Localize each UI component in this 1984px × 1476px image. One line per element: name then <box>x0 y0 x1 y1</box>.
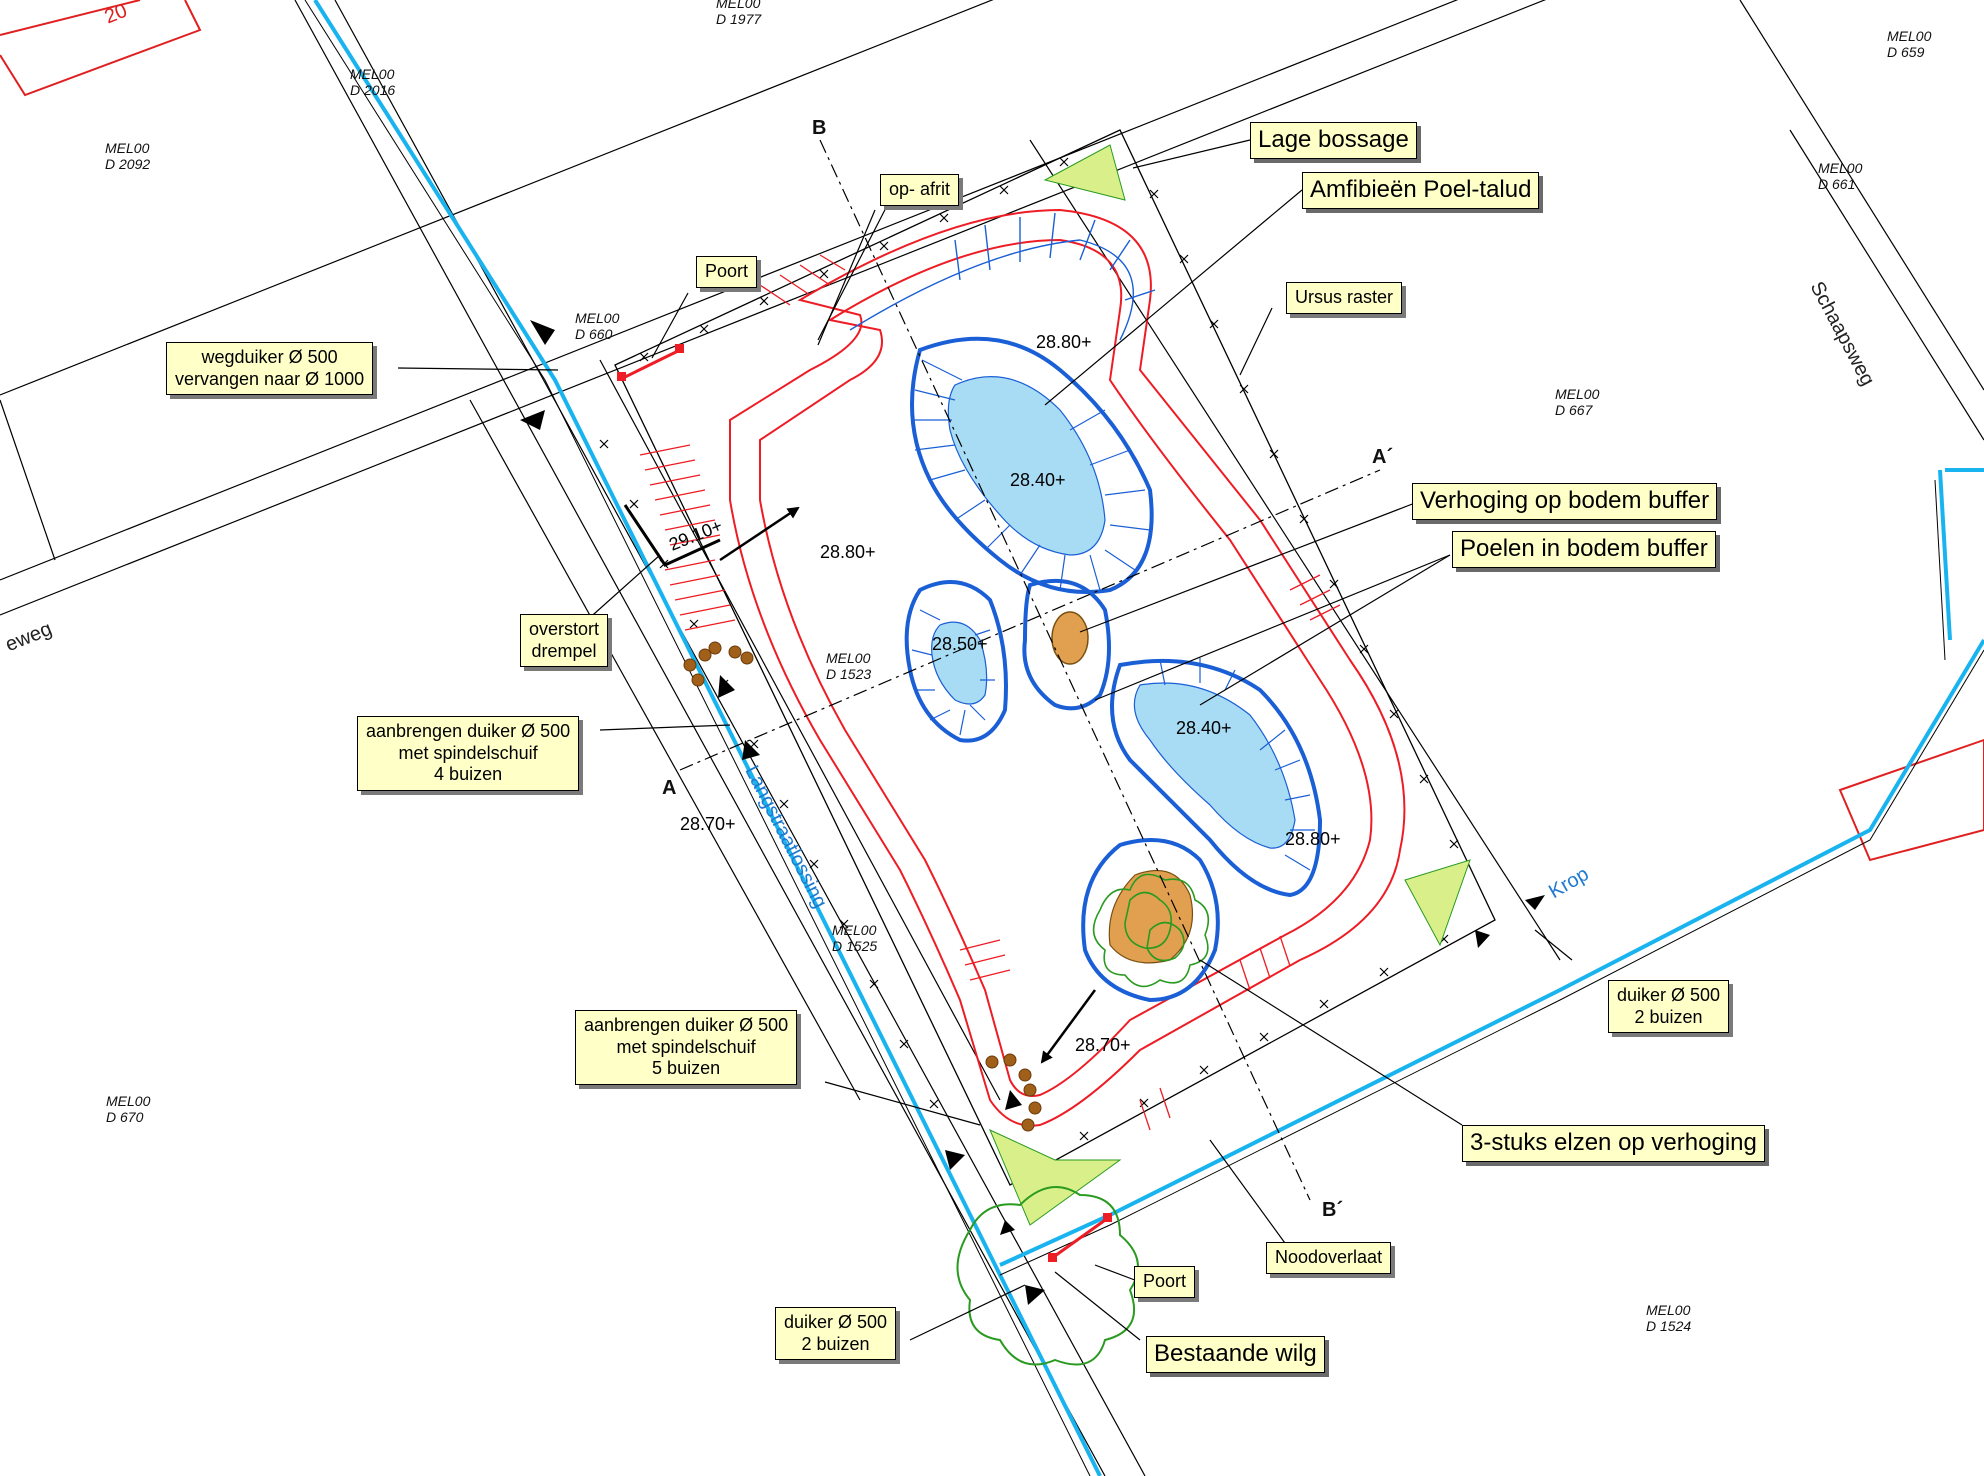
callout-amfibieen-poel-talud: Amfibieën Poel-talud <box>1302 172 1540 209</box>
callout-noodoverlaat: Noodoverlaat <box>1266 1242 1392 1274</box>
level-label: 28.80+ <box>1036 332 1092 352</box>
elzen-island-outline <box>1081 838 1220 1003</box>
ponds <box>904 336 1323 1003</box>
gates <box>622 348 1109 1260</box>
elzen-mound <box>1108 869 1194 964</box>
parcel-20 <box>0 0 202 97</box>
callout-elzen: 3-stuks elzen op verhoging <box>1462 1125 1765 1162</box>
sluice-dots <box>683 641 1042 1132</box>
pond-right-water <box>1133 682 1296 849</box>
pond-left-outline <box>904 580 1008 743</box>
section-a: A <box>662 777 677 799</box>
level-label: 28.40+ <box>1010 470 1066 490</box>
callout-ursus-raster: Ursus raster <box>1286 282 1403 314</box>
pond-right-outline <box>1110 658 1323 898</box>
level-label: 28.70+ <box>1075 1035 1131 1055</box>
callout-verhoging: Verhoging op bodem buffer <box>1412 483 1718 520</box>
callout-bestaande-wilg: Bestaande wilg <box>1146 1336 1325 1373</box>
elzen-trees <box>1092 873 1210 988</box>
flow-arrows <box>719 506 1097 1064</box>
callout-poelen: Poelen in bodem buffer <box>1452 531 1716 568</box>
callout-poort-bottom: Poort <box>1134 1266 1196 1298</box>
ditches <box>313 0 1984 1476</box>
callout-lage-bossage: Lage bossage <box>1250 122 1417 159</box>
callout-poort-top: Poort <box>696 256 758 288</box>
level-label: 28.50+ <box>932 634 988 654</box>
buffer-embankment <box>729 208 1406 1127</box>
section-b-prime: B´ <box>1322 1199 1344 1221</box>
raised-island-outline <box>1022 578 1111 711</box>
level-label: 28.80+ <box>1285 829 1341 849</box>
pond-large-water <box>947 376 1106 556</box>
existing-willow <box>956 1186 1139 1366</box>
callout-op-afrit: op- afrit <box>880 174 960 206</box>
section-lines <box>679 139 1381 1201</box>
raised-mound <box>1051 611 1089 665</box>
fence <box>614 129 1496 1186</box>
culvert-symbols <box>520 320 1545 1305</box>
level-label: 28.80+ <box>820 542 876 562</box>
level-label: 28.70+ <box>680 814 736 834</box>
pond-left-water <box>931 621 988 705</box>
callout-leaders <box>397 139 1573 1341</box>
section-b: B <box>812 117 827 139</box>
level-label: 28.40+ <box>1176 718 1232 738</box>
overstort-drempel <box>623 504 721 567</box>
section-a-prime: A´ <box>1372 446 1394 468</box>
